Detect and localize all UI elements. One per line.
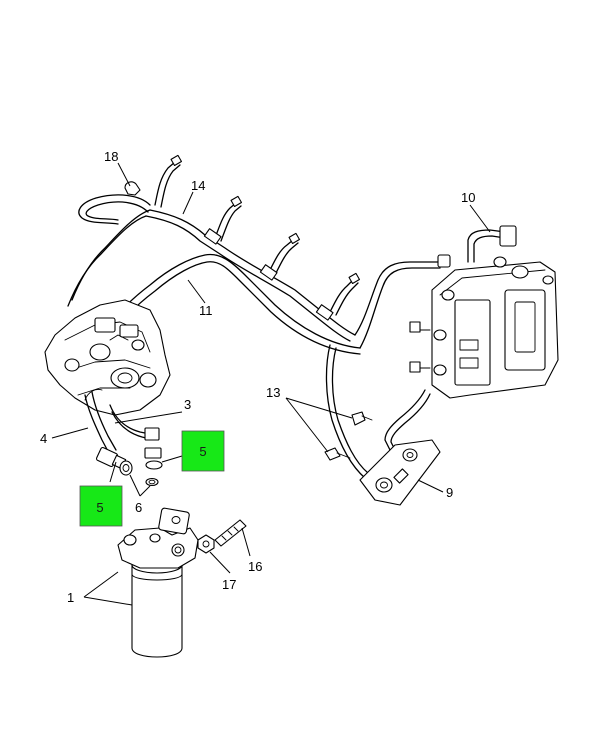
highlight-rect	[181, 430, 225, 472]
ecm-module	[409, 225, 559, 399]
callout-5-lower: 5	[96, 500, 103, 515]
callout-4: 4	[40, 431, 47, 446]
highlight-box-5-lower[interactable]: 5	[79, 485, 123, 527]
callout-10: 10	[461, 190, 475, 205]
callout-3: 3	[184, 397, 191, 412]
fuel-pump-assembly	[44, 299, 171, 416]
highlight-box-5-upper[interactable]: 5	[181, 430, 225, 472]
callout-18: 18	[104, 149, 118, 164]
callout-16: 16	[248, 559, 262, 574]
callout-13: 13	[266, 385, 280, 400]
callout-14: 14	[191, 178, 205, 193]
highlight-rect	[79, 485, 123, 527]
stud-16	[214, 519, 247, 547]
callout-6: 6	[135, 500, 142, 515]
bolts-13	[324, 411, 373, 461]
fuel-filter	[117, 507, 199, 658]
callout-9: 9	[446, 485, 453, 500]
callout-17: 17	[222, 577, 236, 592]
fuel-harness-lines	[67, 154, 506, 486]
callout-5-upper: 5	[199, 444, 206, 459]
bracket-9	[359, 439, 441, 506]
callout-11: 11	[199, 303, 213, 318]
clip-18	[124, 181, 141, 196]
nut-17	[197, 534, 215, 554]
callout-labels: 18 14 10 11 13 3 4 6 9 1 17 16	[40, 149, 475, 605]
callout-1: 1	[67, 590, 74, 605]
fittings-5-6	[95, 446, 163, 487]
leader-lines	[51, 162, 491, 606]
lines-3-4	[84, 391, 160, 456]
